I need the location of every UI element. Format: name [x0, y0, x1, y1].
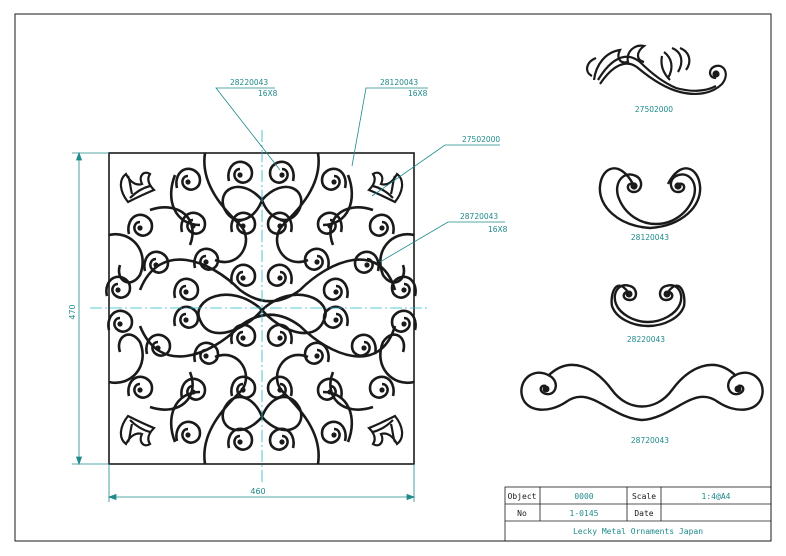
- part-1-label: 27502000: [635, 105, 673, 114]
- scale-value: 1:4@A4: [702, 492, 731, 501]
- width-dimension-label: 460: [250, 487, 265, 496]
- dimension-lines: [72, 151, 416, 502]
- callout-2-size: 16X8: [408, 89, 428, 98]
- no-value: 1-0145: [570, 509, 599, 518]
- part-28720043: [520, 363, 764, 422]
- part-27502000: [586, 44, 727, 95]
- callout-4-size: 16X8: [488, 225, 508, 234]
- callout-1-size: 16X8: [258, 89, 278, 98]
- callout-1-code: 28220043: [230, 78, 268, 87]
- callout-2-code: 28120043: [380, 78, 418, 87]
- part-4-label: 28720043: [631, 436, 669, 445]
- callout-4-code: 28720043: [460, 212, 498, 221]
- part-28120043: [598, 167, 702, 230]
- date-label: Date: [634, 509, 653, 518]
- part-3-label: 28220043: [627, 335, 665, 344]
- part-2-label: 28120043: [631, 233, 669, 242]
- object-label: Object: [508, 492, 537, 501]
- object-value: 0000: [574, 492, 593, 501]
- grille-frame: [108, 152, 415, 465]
- callout-leaders: [215, 87, 505, 263]
- no-label: No: [517, 509, 527, 518]
- grille-panel: [105, 152, 417, 465]
- title-block: Object 0000 Scale 1:4@A4 No 1-0145 Date …: [504, 486, 772, 542]
- company-name: Lecky Metal Ornaments Japan: [573, 527, 703, 536]
- sheet-border: [14, 13, 772, 542]
- height-dimension-label: 470: [68, 304, 77, 319]
- grille-scrolls: [108, 152, 415, 465]
- part-28220043: [610, 284, 686, 328]
- callout-3-code: 27502000: [462, 135, 500, 144]
- scale-label: Scale: [632, 492, 656, 501]
- centerlines: [90, 130, 430, 482]
